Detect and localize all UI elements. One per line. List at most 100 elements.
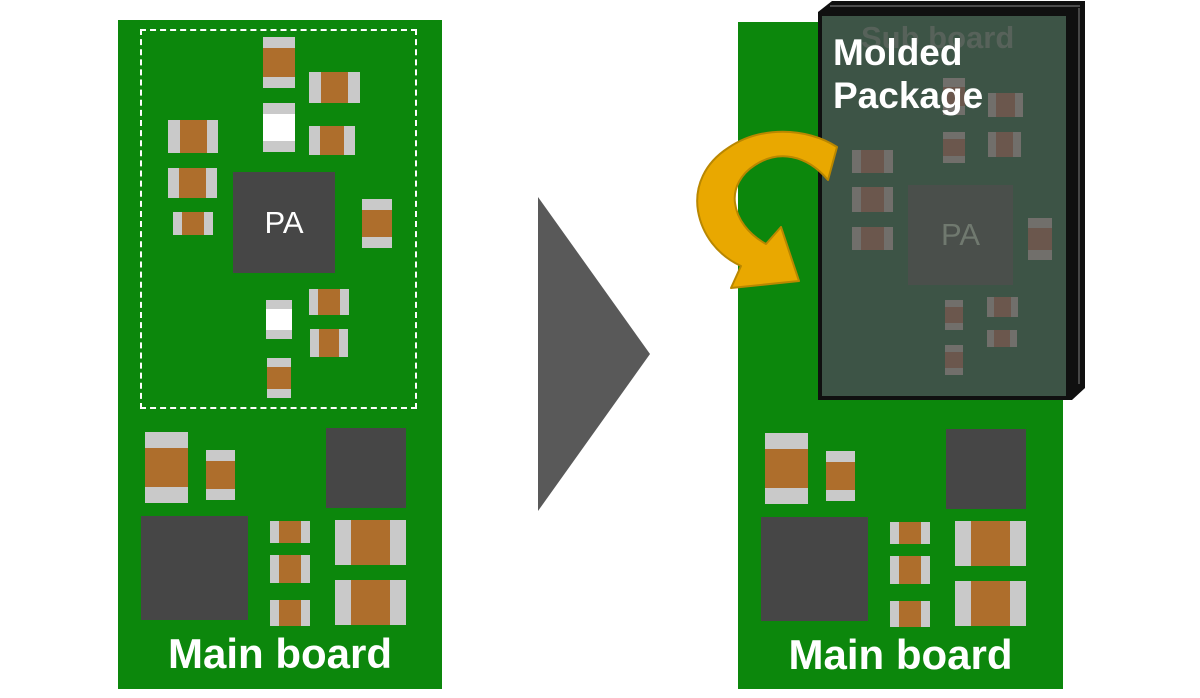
capacitor-dimmed [852, 150, 893, 173]
capacitor [145, 432, 188, 503]
cap-terminal [173, 212, 183, 235]
capacitor [270, 521, 310, 543]
cap-terminal [1010, 297, 1018, 317]
cap-terminal [168, 120, 180, 153]
cap-terminal [310, 329, 319, 357]
cap-terminal [335, 520, 352, 565]
cap-terminal [890, 522, 900, 544]
pa-label: PA [264, 204, 304, 240]
cap-body [351, 520, 390, 565]
capacitor [765, 433, 808, 504]
cap-terminal [203, 212, 213, 235]
ic-chip [761, 517, 868, 621]
cap-body [318, 289, 340, 315]
cap-body [899, 522, 921, 544]
cap-body [362, 209, 392, 238]
molded-package-label: Molded Package [833, 32, 984, 116]
cap-terminal [765, 433, 808, 449]
cap-body [971, 521, 1010, 566]
cap-terminal [267, 358, 291, 367]
cap-terminal [890, 556, 900, 584]
cap-terminal [852, 227, 862, 250]
ic-chip [141, 516, 248, 620]
pa-chip: PA [233, 172, 335, 273]
cap-terminal [883, 187, 893, 212]
capacitor [309, 72, 360, 103]
cap-terminal [765, 488, 808, 504]
cap-body [899, 601, 921, 627]
cap-body [861, 227, 884, 250]
cap-body [179, 168, 206, 198]
cap-terminal [943, 155, 965, 163]
cap-terminal [263, 103, 295, 114]
cap-terminal [206, 450, 235, 461]
capacitor [168, 120, 218, 153]
cap-body [267, 366, 291, 390]
cap-body [993, 330, 1011, 347]
capacitor [890, 601, 930, 627]
cap-body [971, 581, 1010, 626]
subboard-area-dashed-outline [140, 29, 417, 409]
cap-terminal [266, 330, 292, 339]
cap-terminal [1028, 218, 1052, 229]
cap-terminal [1010, 330, 1017, 347]
cap-terminal [945, 345, 963, 353]
capacitor [310, 329, 348, 357]
cap-terminal [826, 490, 855, 501]
cap-terminal [988, 132, 996, 157]
cap-body [266, 308, 292, 331]
cap-terminal [300, 600, 310, 626]
capacitor [826, 451, 855, 501]
cap-body [1028, 228, 1052, 250]
main-board-left-label: Main board [167, 630, 392, 677]
cap-terminal [890, 601, 900, 627]
cap-terminal [362, 199, 392, 210]
ic-chip [946, 429, 1026, 509]
capacitor-white [263, 103, 295, 152]
right-arrow-triangle [538, 197, 650, 511]
cap-terminal [1009, 521, 1026, 566]
capacitor [263, 37, 295, 88]
cap-terminal [335, 580, 352, 625]
cap-terminal [945, 322, 963, 330]
cap-terminal [920, 522, 930, 544]
cap-terminal [945, 367, 963, 375]
cap-body [861, 150, 884, 173]
cap-body [943, 139, 965, 156]
capacitor-dimmed [943, 132, 965, 163]
cap-terminal [309, 72, 321, 103]
capacitor-dimmed [1028, 218, 1052, 260]
cap-terminal [883, 227, 893, 250]
cap-terminal [270, 555, 280, 583]
pa-label: PA [940, 217, 981, 252]
cap-body [145, 447, 188, 488]
cap-body [263, 48, 295, 77]
cap-body [861, 187, 884, 212]
capacitor [267, 358, 291, 398]
cap-terminal [826, 451, 855, 462]
capacitor [309, 126, 355, 155]
cap-body [995, 132, 1014, 157]
cap-terminal [344, 126, 355, 155]
cap-terminal [362, 237, 392, 248]
capacitor [270, 600, 310, 626]
cap-terminal [339, 289, 349, 315]
cap-terminal [309, 126, 320, 155]
cap-terminal [309, 289, 319, 315]
cap-body [182, 212, 204, 235]
cap-terminal [145, 432, 188, 448]
capacitor [309, 289, 349, 315]
cap-terminal [206, 489, 235, 500]
cap-terminal [987, 297, 995, 317]
cap-terminal [955, 581, 972, 626]
cap-terminal [852, 187, 862, 212]
cap-body [318, 329, 340, 357]
cap-terminal [389, 580, 406, 625]
main-board-right-label: Main board [788, 631, 1013, 678]
capacitor [335, 580, 406, 625]
cap-body [319, 126, 345, 155]
capacitor-dimmed [852, 227, 893, 250]
cap-body [765, 448, 808, 489]
capacitor [335, 520, 406, 565]
cap-terminal [955, 521, 972, 566]
